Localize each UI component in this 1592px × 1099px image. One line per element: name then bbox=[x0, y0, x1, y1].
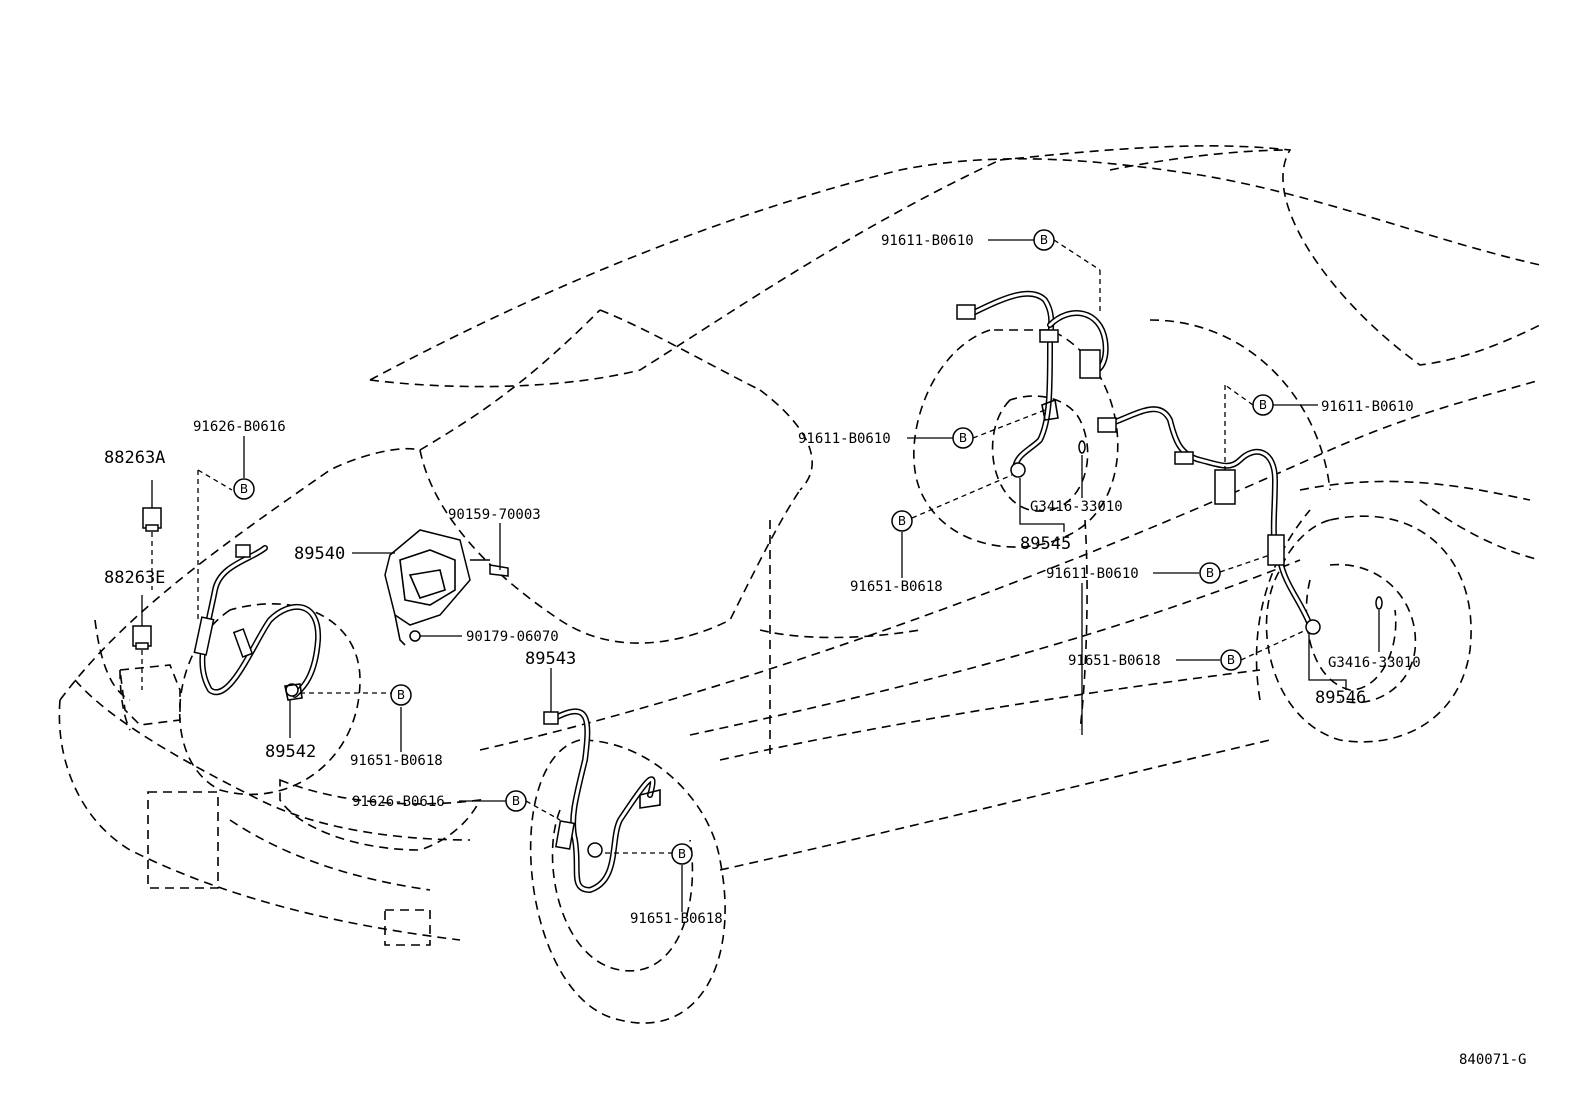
svg-text:B: B bbox=[1206, 566, 1214, 580]
diagram-id: 840071-G bbox=[1459, 1052, 1526, 1068]
callout-b-rr-sensor: B bbox=[1220, 649, 1242, 671]
svg-text:B: B bbox=[1227, 653, 1235, 667]
label-relay-88263a: 88263A bbox=[104, 448, 165, 468]
callout-b-rl-mid: B bbox=[952, 427, 974, 449]
label-bolt-fl-top: 91626-B0616 bbox=[193, 419, 286, 435]
label-bolt-rr-mid: 91611-B0610 bbox=[1046, 566, 1139, 582]
svg-text:B: B bbox=[512, 794, 520, 808]
svg-text:B: B bbox=[1040, 233, 1048, 247]
callout-b-fl-sensor: B bbox=[390, 684, 412, 706]
rear-right-sensor-harness bbox=[1097, 406, 1383, 635]
label-ecu: 89540 bbox=[294, 544, 345, 564]
junction-block bbox=[119, 664, 181, 726]
label-sensor-rl: 89545 bbox=[1020, 534, 1071, 554]
svg-text:B: B bbox=[1259, 398, 1267, 412]
callout-b-fr-wire: B bbox=[505, 790, 527, 812]
label-bolt-ecu: 90159-70003 bbox=[448, 507, 541, 523]
label-nut-ecu: 90179-06070 bbox=[466, 629, 559, 645]
label-grommet-rl: G3416-33010 bbox=[1030, 499, 1123, 515]
callout-b-rr-top: B bbox=[1252, 394, 1274, 416]
rear-left-sensor-harness bbox=[956, 290, 1109, 478]
label-bolt-rr-sensor: 91651-B0618 bbox=[1068, 653, 1161, 669]
label-bolt-fl-sensor: 91651-B0618 bbox=[350, 753, 443, 769]
relay-88263e bbox=[132, 625, 152, 650]
front-right-sensor-harness bbox=[543, 708, 661, 893]
label-sensor-fr-wire: 89543 bbox=[525, 649, 576, 669]
callout-b-fl-top: B bbox=[233, 478, 255, 500]
vehicle-body-outline bbox=[58, 145, 1541, 1024]
wheel-hub-outlines bbox=[178, 329, 1397, 796]
label-bolt-fr-wire: 91626-B0616 bbox=[352, 794, 445, 810]
front-left-sensor-harness bbox=[193, 544, 322, 701]
svg-text:B: B bbox=[678, 847, 686, 861]
svg-text:B: B bbox=[898, 514, 906, 528]
relay-88263a bbox=[142, 507, 162, 532]
label-bolt-rr-top: 91611-B0610 bbox=[1321, 399, 1414, 415]
label-relay-88263e: 88263E bbox=[104, 568, 165, 588]
label-bolt-rl-mid: 91611-B0610 bbox=[798, 431, 891, 447]
abs-ecu-bracket bbox=[384, 529, 509, 646]
callout-b-fr-sensor: B bbox=[671, 843, 693, 865]
leader-lines bbox=[243, 239, 1380, 912]
svg-text:B: B bbox=[397, 688, 405, 702]
label-sensor-fl: 89542 bbox=[265, 742, 316, 762]
label-grommet-rr: G3416-33010 bbox=[1328, 655, 1421, 671]
svg-text:B: B bbox=[959, 431, 967, 445]
svg-text:B: B bbox=[240, 482, 248, 496]
label-bolt-fr-sensor: 91651-B0618 bbox=[630, 911, 723, 927]
label-bolt-rl-top: 91611-B0610 bbox=[881, 233, 974, 249]
callout-b-rl-top: B bbox=[1033, 229, 1055, 251]
label-bolt-rl-sensor: 91651-B0618 bbox=[850, 579, 943, 595]
label-sensor-rr: 89546 bbox=[1315, 688, 1366, 708]
callout-b-rl-sensor: B bbox=[891, 510, 913, 532]
callout-b-rr-mid: B bbox=[1199, 562, 1221, 584]
